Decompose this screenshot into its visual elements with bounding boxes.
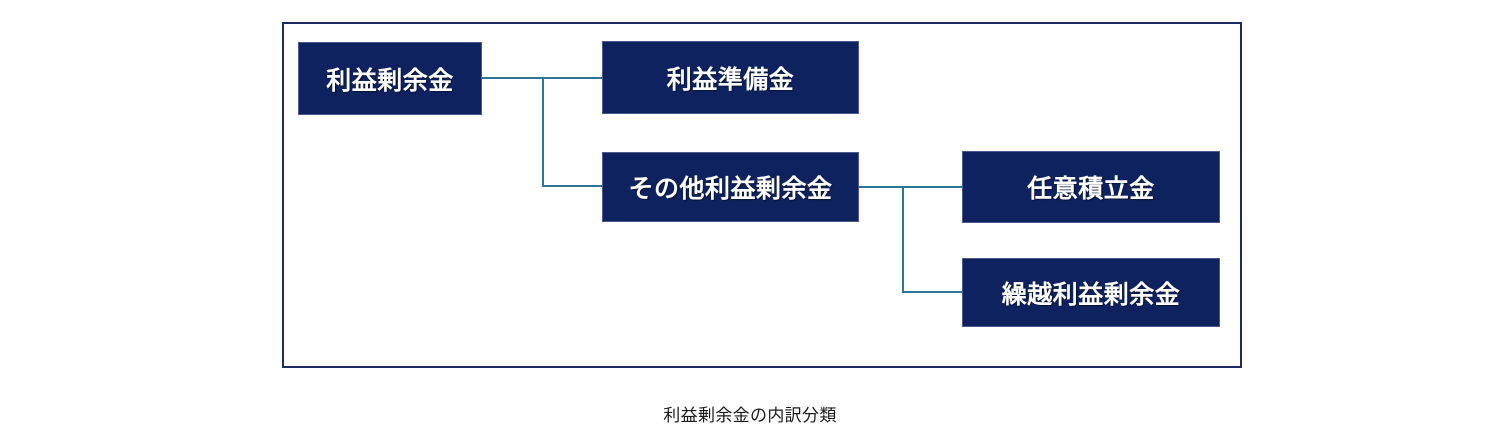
node-retained-earnings[interactable]: 利益剰余金 (298, 42, 482, 115)
diagram-caption: 利益剰余金の内訳分類 (663, 406, 837, 425)
node-earnings-reserve[interactable]: 利益準備金 (602, 41, 859, 114)
node-voluntary-reserve[interactable]: 任意積立金 (962, 151, 1220, 223)
node-carried-forward-earnings[interactable]: 繰越利益剰余金 (962, 258, 1220, 327)
node-other-retained-earnings[interactable]: その他利益剰余金 (602, 152, 859, 222)
